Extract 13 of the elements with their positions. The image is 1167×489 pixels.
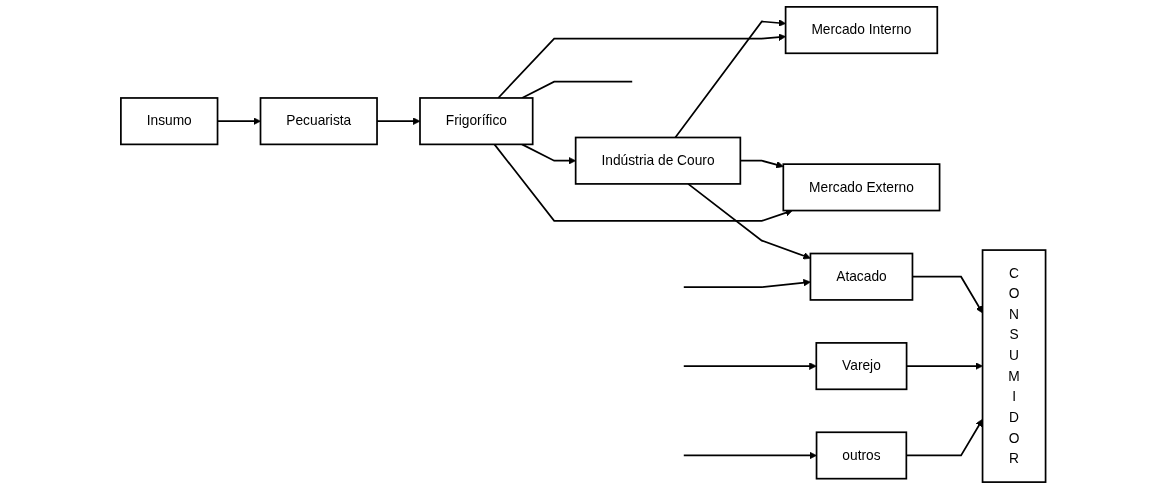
node-box: C O N S U M I D O R bbox=[981, 249, 1047, 483]
node-box: Varejo bbox=[815, 342, 908, 391]
node-box: Frigorífico bbox=[419, 97, 534, 146]
connector bbox=[521, 80, 634, 99]
node-box: Mercado Externo bbox=[782, 163, 941, 212]
node-box: outros bbox=[815, 431, 908, 480]
node-box: Pecuarista bbox=[259, 97, 379, 146]
node-box: Indústria de Couro bbox=[575, 136, 742, 185]
node-box: Atacado bbox=[809, 252, 914, 301]
arrow bbox=[493, 143, 794, 222]
node-box: Mercado Interno bbox=[785, 6, 939, 55]
arrow bbox=[683, 362, 817, 370]
node-box: Insumo bbox=[120, 97, 219, 146]
